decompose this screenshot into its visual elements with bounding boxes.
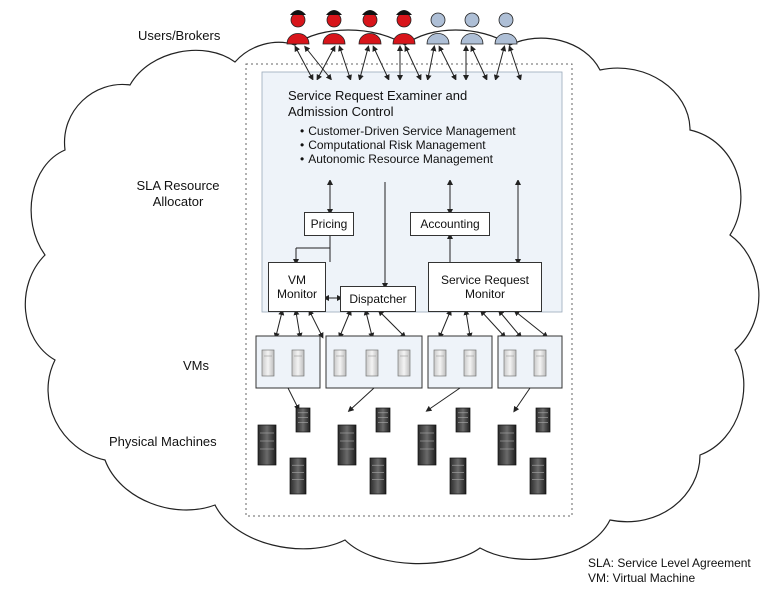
- admission-bullets: Customer-Driven Service Management Compu…: [288, 124, 548, 166]
- service-monitor-line2: Monitor: [464, 287, 505, 301]
- legend-sla: SLA: Service Level Agreement: [588, 556, 751, 570]
- vm-monitor-box: VM Monitor: [268, 262, 326, 312]
- server-tower-icon: [417, 424, 437, 466]
- accounting-box: Accounting: [410, 212, 490, 236]
- virtual-machine-icon: [533, 349, 547, 377]
- service-request-monitor-box: Service Request Monitor: [428, 262, 542, 312]
- server-tower-icon: [257, 424, 277, 466]
- person-icon: [358, 10, 382, 45]
- admission-title-line1: Service Request Examiner and: [288, 88, 468, 103]
- virtual-machine-icon: [397, 349, 411, 377]
- virtual-machine-icon: [333, 349, 347, 377]
- datacenter-boundary: [245, 63, 573, 517]
- admission-control-panel: Service Request Examiner and Admission C…: [278, 80, 558, 180]
- vm-monitor-line2: Monitor: [276, 287, 317, 301]
- server-tower-icon: [295, 407, 311, 433]
- bullet-item: Customer-Driven Service Management: [300, 124, 548, 138]
- sla-allocator-line1: SLA Resource: [136, 178, 220, 193]
- server-tower-icon: [337, 424, 357, 466]
- server-tower-icon: [375, 407, 391, 433]
- legend-vm: VM: Virtual Machine: [588, 571, 696, 585]
- person-icon: [494, 12, 518, 45]
- sla-resource-allocator-label: SLA Resource Allocator: [128, 178, 228, 210]
- cloud-outline: [24, 29, 760, 565]
- server-tower-icon: [455, 407, 471, 433]
- virtual-machine-icon: [463, 349, 477, 377]
- server-tower-icon: [289, 457, 307, 495]
- virtual-machine-icon: [291, 349, 305, 377]
- sla-allocator-line2: Allocator: [152, 194, 204, 209]
- service-monitor-line1: Service Request: [440, 273, 530, 287]
- pricing-box: Pricing: [304, 212, 354, 236]
- person-icon: [286, 10, 310, 45]
- server-tower-icon: [369, 457, 387, 495]
- legend: SLA: Service Level Agreement VM: Virtual…: [588, 556, 751, 586]
- users-group: [286, 10, 518, 45]
- server-icons: [257, 407, 551, 495]
- person-icon: [322, 10, 346, 45]
- vm-monitor-line1: VM: [288, 273, 306, 287]
- vms-label: VMs: [183, 358, 209, 373]
- person-icon: [460, 12, 484, 45]
- users-brokers-label: Users/Brokers: [138, 28, 221, 43]
- admission-title-line2: Admission Control: [288, 104, 394, 119]
- server-tower-icon: [497, 424, 517, 466]
- server-tower-icon: [529, 457, 547, 495]
- virtual-machine-icon: [433, 349, 447, 377]
- virtual-machine-icon: [503, 349, 517, 377]
- virtual-machine-icon: [261, 349, 275, 377]
- server-tower-icon: [449, 457, 467, 495]
- physical-machines-label: Physical Machines: [109, 434, 217, 449]
- virtual-machine-icon: [365, 349, 379, 377]
- bullet-item: Autonomic Resource Management: [300, 152, 548, 166]
- dispatcher-box: Dispatcher: [340, 286, 416, 312]
- vm-icons: [261, 349, 547, 377]
- person-icon: [392, 10, 416, 45]
- person-icon: [426, 12, 450, 45]
- server-tower-icon: [535, 407, 551, 433]
- bullet-item: Computational Risk Management: [300, 138, 548, 152]
